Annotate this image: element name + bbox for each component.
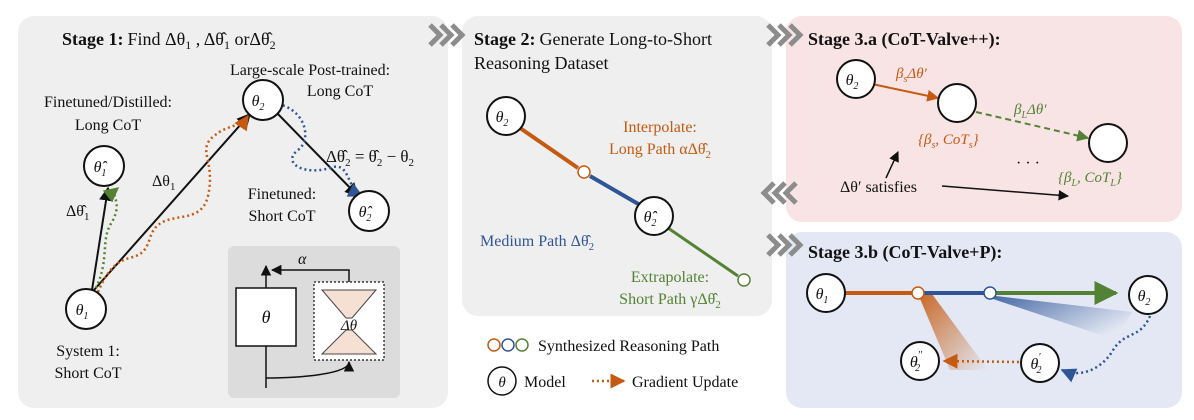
stage3b-panel [786, 232, 1182, 408]
finetuned-distilled-sublabel: Long CoT [75, 117, 141, 134]
delta-hat-theta1-label: Δθ̂1 [66, 203, 89, 223]
delta-equation: Δθ̂2 = θ̂2 − θ2 [326, 147, 414, 169]
node-hat-theta1: θ̂1 [83, 145, 125, 187]
synth-point-orange [577, 165, 591, 179]
finetuned-short-sublabel: Short CoT [248, 208, 315, 225]
inset-theta: θ [262, 307, 271, 327]
stage2-node-theta2: θ2 [486, 96, 526, 136]
beta-s-label: βsΔθ′ [895, 66, 928, 85]
gradient-path-green [94, 187, 120, 289]
set-l-label: {βL, CoTL} [1058, 170, 1122, 189]
large-scale-sublabel: Long CoT [307, 83, 373, 100]
legend: Synthesized Reasoning Path θ Model Gradi… [487, 338, 738, 396]
stage1-title: Stage 1:Find Δθ1 , Δθ̂1 orΔθ̂2 [62, 29, 276, 52]
fan-blue [984, 296, 1132, 340]
chevron-left-icon [760, 181, 798, 205]
stage3a-node-end [1088, 123, 1128, 163]
stage3b-node-theta1: θ1 [806, 273, 846, 313]
arrow-theta1-to-hat1 [91, 186, 113, 291]
legend-synth-label: Synthesized Reasoning Path [538, 338, 719, 355]
short-path-line [667, 226, 739, 278]
finetuned-short-label: Finetuned: [248, 186, 316, 203]
synth-point-green [737, 273, 751, 287]
stage2-node-hat2: θ̂2 [634, 196, 674, 236]
svg-text:θ′2: θ′2 [1030, 352, 1041, 376]
node-theta1: θ1 [65, 288, 107, 330]
chevron-right-icon [766, 233, 804, 257]
stage2-panel [462, 16, 772, 316]
interpolate-label: Interpolate: [623, 119, 697, 136]
stage2-title-line2: Reasoning Dataset [474, 53, 608, 73]
arrow-theta2-to-hat2 [275, 111, 359, 198]
inset-alpha: α [298, 251, 307, 268]
satisfies-arrow-up [885, 151, 899, 179]
medium-path-label: Medium Path Δθ̂2 [480, 233, 594, 253]
legend-model-label: Model [524, 374, 566, 391]
long-path-line [518, 126, 580, 170]
stage3a-title: Stage 3.a (CoT-Valve++): [808, 29, 1001, 50]
stage3b-node-theta2-double-prime: θ′′2 [900, 341, 940, 381]
lora-inset: θ Δθ α [228, 246, 400, 398]
gradient-path-blue-3b [1060, 315, 1152, 383]
stage3b-title: Stage 3.b (CoT-Valve+P): [808, 242, 1002, 263]
system1-label: System 1: [56, 343, 120, 360]
arrow-theta1-to-theta2 [93, 112, 251, 291]
medium-path-line [588, 174, 642, 207]
node-theta2: θ2 [242, 79, 284, 121]
stage3b-node-theta2: θ2 [1128, 275, 1168, 315]
stage3a-panel [786, 16, 1182, 222]
stage3b-node-theta2-prime: θ′2 [1020, 343, 1060, 383]
stage3a-arrow-orange [871, 83, 940, 102]
inset-delta: Δθ [340, 318, 358, 334]
set-s-label: {βs, CoTs} [918, 132, 979, 151]
node-hat-theta2: θ̂2 [348, 190, 390, 232]
beta-l-label: βLΔθ′ [1013, 102, 1047, 121]
legend-model-theta: θ [498, 375, 506, 391]
legend-blue-circle [501, 338, 515, 352]
delta-theta1-label: Δθ1 [152, 173, 175, 193]
finetuned-distilled-label: Finetuned/Distilled: [44, 94, 172, 111]
stage3a-arrow-green [975, 111, 1090, 142]
chevron-right-icon [428, 23, 466, 47]
svg-text:θ2: θ2 [846, 72, 859, 92]
system1-sublabel: Short CoT [54, 365, 121, 382]
svg-text:θ2: θ2 [496, 109, 509, 129]
stage3a-dots: · · · [1016, 155, 1040, 172]
synth-point-blue-3b [983, 286, 997, 300]
extrapolate-label: Extrapolate: [631, 269, 709, 286]
stage3a-node-theta2: θ2 [836, 59, 876, 99]
legend-green-circle [515, 338, 529, 352]
stage2-title: Stage 2:Generate Long-to-Short [474, 29, 712, 49]
fan-orange [918, 294, 988, 370]
large-scale-label: Large-scale Post-trained: [230, 62, 390, 79]
legend-model-circle [487, 366, 517, 396]
svg-text:θ2: θ2 [1138, 288, 1151, 308]
svg-text:θ′′2: θ′′2 [910, 350, 923, 374]
synth-point-orange-3b [911, 286, 925, 300]
svg-text:θ2: θ2 [252, 93, 265, 113]
short-path-label: Short Path γΔθ̂2 [619, 291, 721, 311]
svg-text:θ1: θ1 [816, 286, 829, 306]
svg-text:θ1: θ1 [76, 302, 89, 322]
satisfies-label: Δθ′ satisfies [840, 179, 917, 196]
long-path-label: Long Path αΔθ̂2 [609, 141, 711, 161]
chevron-right-icon [766, 23, 804, 47]
stage3a-node-mid [937, 83, 977, 123]
satisfies-arrow-right [941, 185, 1070, 201]
legend-orange-circle [487, 338, 501, 352]
legend-gradient-label: Gradient Update [632, 374, 738, 391]
